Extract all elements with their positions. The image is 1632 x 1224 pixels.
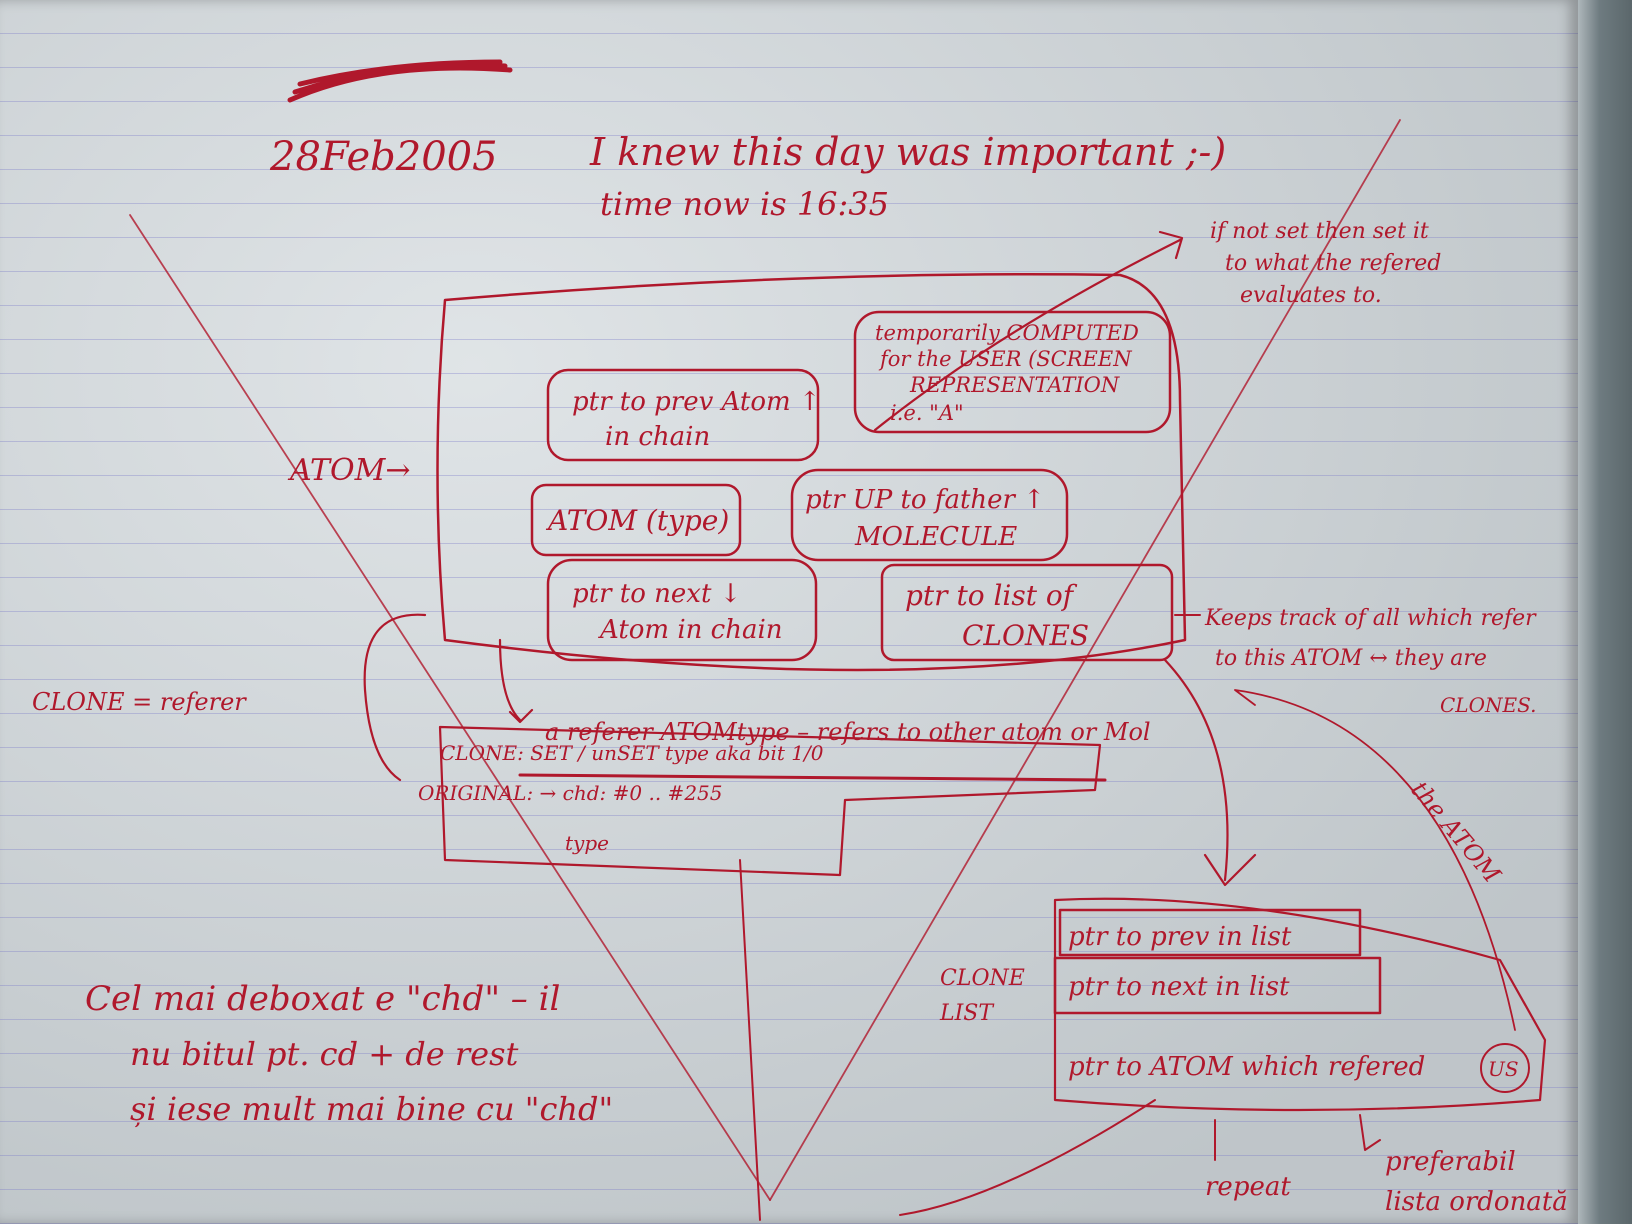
header-time: time now is 16:35 <box>600 185 889 223</box>
arrow-to-note <box>873 230 1184 432</box>
svg-text:ptr to list of: ptr to list of <box>905 579 1078 612</box>
svg-text:ATOM (type): ATOM (type) <box>545 504 729 537</box>
the-atom-label: the ATOM <box>1405 776 1507 889</box>
svg-text:REPRESENTATION: REPRESENTATION <box>909 373 1120 397</box>
svg-text:LIST: LIST <box>939 1001 995 1026</box>
svg-text:Cel mai deboxat e "chd" – il: Cel mai deboxat e "chd" – il <box>85 979 560 1019</box>
box-next-atom: ptr to next ↓ Atom in chain <box>546 558 818 662</box>
svg-text:if not set then set it: if not set then set it <box>1210 219 1429 244</box>
clone-definition: CLONE = referer <box>32 688 247 716</box>
svg-text:to what the refered: to what the refered <box>1225 251 1441 276</box>
svg-text:nu bitul pt. cd + de rest: nu bitul pt. cd + de rest <box>130 1035 518 1073</box>
box-prev-atom: ptr to prev Atom ↑ in chain <box>546 368 821 462</box>
binder-edge <box>1578 0 1632 1224</box>
svg-text:Keeps track of all which refer: Keeps track of all which refer <box>1204 606 1537 631</box>
svg-text:ptr to next ↓: ptr to next ↓ <box>572 579 741 609</box>
loop-arrow <box>363 613 534 782</box>
header-date: 28Feb2005 <box>269 134 498 180</box>
svg-text:CLONES.: CLONES. <box>1440 693 1536 717</box>
svg-text:for the USER (SCREEN: for the USER (SCREEN <box>878 347 1132 371</box>
note-keeps-track: Keeps track of all which refer to this A… <box>1204 606 1537 717</box>
referer-down-line <box>739 859 761 1221</box>
svg-text:in chain: in chain <box>605 422 710 452</box>
svg-text:US: US <box>1488 1057 1519 1081</box>
svg-text:type: type <box>565 831 609 855</box>
the-atom-curve <box>1234 689 1516 1031</box>
clone-list-box: ptr to prev in list ptr to next in list … <box>1053 897 1547 1112</box>
cross-line-1 <box>129 214 771 1201</box>
svg-text:to this ATOM ↔ they are: to this ATOM ↔ they are <box>1215 646 1487 671</box>
box-atom-type: ATOM (type) <box>530 483 742 557</box>
svg-text:CLONE: SET / unSET type aka b: CLONE: SET / unSET type aka bit 1/0 <box>440 741 824 765</box>
scribble-mark <box>287 59 513 103</box>
box-father-molecule: ptr UP to father ↑ MOLECULE <box>790 468 1069 562</box>
bottom-curve <box>899 1099 1156 1216</box>
note-if-not-set: if not set then set it to what the refer… <box>1210 219 1441 308</box>
notebook-page <box>0 0 1578 1224</box>
svg-text:ptr to prev in list: ptr to prev in list <box>1068 922 1292 952</box>
header-note: I knew this day was important ;-) <box>589 130 1226 174</box>
bottom-arrows <box>1214 1114 1381 1161</box>
svg-text:și iese mult mai bine cu "chd": și iese mult mai bine cu "chd" <box>130 1090 613 1128</box>
svg-text:ORIGINAL: → chd: #0 .. #255: ORIGINAL: → chd: #0 .. #255 <box>418 781 723 805</box>
svg-text:evaluates to.: evaluates to. <box>1240 283 1382 308</box>
atom-label: ATOM→ <box>287 453 410 488</box>
clone-list-label: CLONE LIST <box>939 966 1025 1026</box>
romanian-note: Cel mai deboxat e "chd" – il nu bitul pt… <box>85 979 613 1128</box>
svg-text:ptr to ATOM which refered: ptr to ATOM which refered <box>1068 1052 1425 1082</box>
svg-text:temporarily COMPUTED: temporarily COMPUTED <box>875 321 1139 345</box>
box-clones: ptr to list of CLONES <box>880 563 1174 662</box>
note-repeat: repeat <box>1205 1172 1291 1202</box>
note-preferabil: preferabil lista ordonată <box>1385 1147 1568 1217</box>
svg-text:i.e. "A": i.e. "A" <box>890 401 964 425</box>
svg-text:CLONES: CLONES <box>962 619 1089 652</box>
svg-text:preferabil: preferabil <box>1385 1147 1516 1177</box>
box-computed: temporarily COMPUTED for the USER (SCREE… <box>853 310 1172 434</box>
svg-text:ptr to next in list: ptr to next in list <box>1068 972 1290 1002</box>
svg-text:ptr UP to father ↑: ptr UP to father ↑ <box>805 485 1045 515</box>
arrow-to-clone-list <box>1163 658 1257 887</box>
svg-text:ptr to prev Atom ↑: ptr to prev Atom ↑ <box>572 387 821 417</box>
svg-text:CLONE: CLONE <box>940 966 1025 991</box>
handwriting-layer: 28Feb2005 I knew this day was important … <box>32 59 1568 1221</box>
referer-box: a referer ATOMtype – refers to other ato… <box>418 718 1151 877</box>
svg-text:Atom in chain: Atom in chain <box>598 615 783 645</box>
atom-outer-box <box>436 273 1187 672</box>
svg-text:lista ordonată: lista ordonată <box>1385 1187 1568 1217</box>
svg-text:MOLECULE: MOLECULE <box>854 522 1017 552</box>
